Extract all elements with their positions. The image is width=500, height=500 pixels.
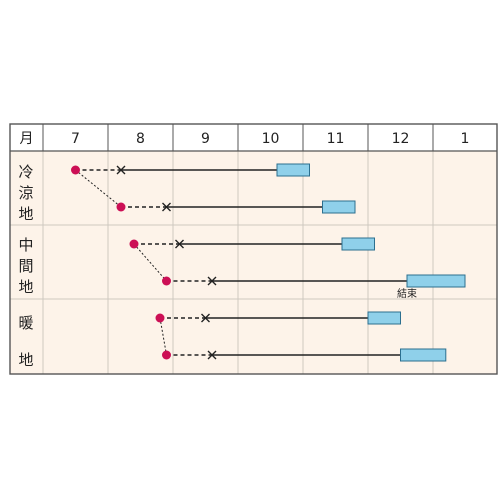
month-tick-label: 8 bbox=[136, 131, 145, 147]
group-label-glyph: 地 bbox=[18, 278, 33, 296]
sowing-dot-icon bbox=[162, 276, 171, 286]
planting-cross-icon bbox=[116, 165, 126, 175]
harvest-period-bar bbox=[322, 200, 356, 214]
month-tick-label: 12 bbox=[392, 131, 410, 147]
month-tick-label: 10 bbox=[262, 131, 280, 147]
harvest-period-bar bbox=[406, 274, 466, 288]
harvest-period-bar bbox=[276, 163, 310, 177]
group-label-glyph: 涼 bbox=[18, 184, 33, 202]
chart-body-background bbox=[10, 151, 497, 374]
header-month-label: 月 bbox=[20, 131, 34, 147]
sowing-dot-icon bbox=[116, 202, 126, 212]
sowing-dot-icon bbox=[155, 313, 165, 323]
chart-border bbox=[9, 123, 498, 375]
harvest-period-bar bbox=[341, 237, 375, 251]
sowing-dot-icon bbox=[162, 350, 171, 360]
month-tick-label: 1 bbox=[461, 131, 470, 147]
sowing-connector-line bbox=[133, 243, 167, 282]
harvest-note-label: 結束 bbox=[397, 287, 417, 300]
planting-cross-icon bbox=[162, 202, 171, 212]
sowing-connector-line bbox=[75, 169, 122, 208]
group-label-glyph: 間 bbox=[18, 257, 33, 275]
sowing-dot-icon bbox=[129, 239, 139, 249]
group-label-glyph: 中 bbox=[18, 236, 33, 254]
group-label-glyph: 暖 bbox=[18, 314, 33, 332]
sowing-dot-icon bbox=[71, 165, 80, 175]
group-label-glyph: 地 bbox=[18, 205, 33, 223]
planting-cross-icon bbox=[175, 239, 184, 249]
harvest-period-bar bbox=[400, 348, 447, 362]
group-label-glyph: 地 bbox=[18, 351, 33, 369]
header-row-background bbox=[10, 124, 497, 151]
harvest-period-bar bbox=[367, 311, 401, 325]
month-tick-label: 9 bbox=[201, 131, 210, 147]
group-label-glyph: 冷 bbox=[18, 163, 33, 181]
planting-cross-icon bbox=[201, 313, 210, 323]
planting-cross-icon bbox=[207, 350, 217, 360]
planting-cross-icon bbox=[207, 276, 217, 286]
month-tick-label: 7 bbox=[71, 131, 80, 147]
month-tick-label: 11 bbox=[327, 131, 345, 147]
